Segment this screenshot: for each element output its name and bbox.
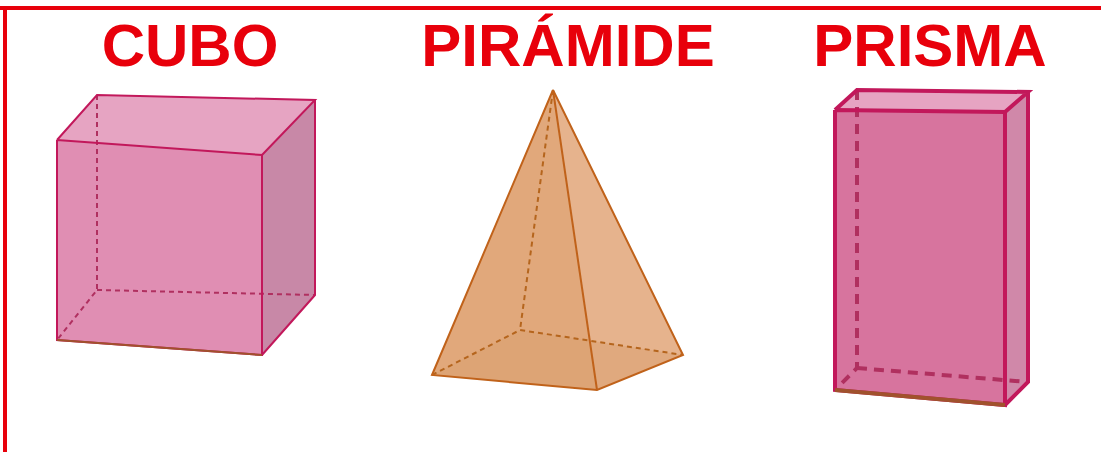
cube-figure <box>57 95 315 355</box>
pyramid-figure <box>432 90 683 390</box>
solid-name: CUBO <box>102 16 279 76</box>
solid-name: PRISMA <box>813 16 1046 76</box>
solid-name: PIRÁMIDE <box>421 16 714 76</box>
prism-figure <box>835 90 1028 405</box>
frame-line <box>0 6 1101 10</box>
frame-line <box>3 6 7 452</box>
